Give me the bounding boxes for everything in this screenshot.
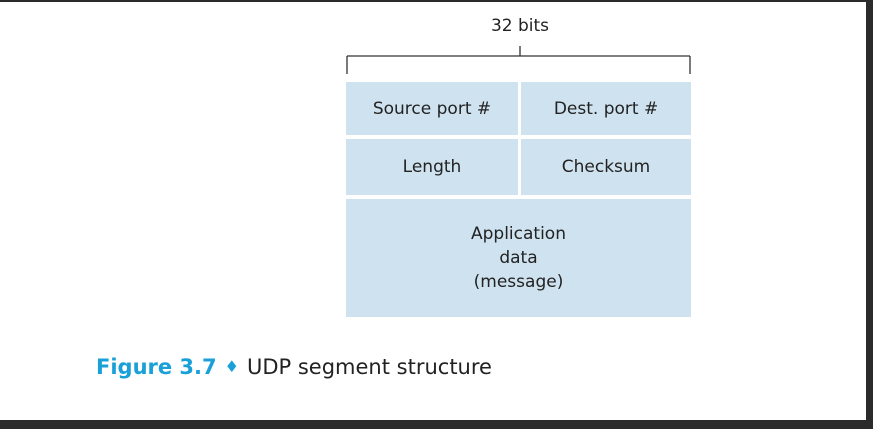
checksum-field: Checksum (521, 139, 691, 195)
checksum-label: Checksum (561, 157, 651, 177)
length-label: Length (402, 157, 462, 177)
dest-port-label: Dest. port # (553, 98, 659, 119)
figure-page: 32 bits Source port # Dest. port # Lengt… (0, 2, 866, 420)
application-data-field: Application data (message) (346, 199, 691, 317)
figure-caption: Figure 3.7 ♦ UDP segment structure (96, 355, 492, 379)
figure-number: Figure 3.7 (96, 355, 217, 379)
dest-port-field: Dest. port # (521, 82, 691, 135)
app-data-line-2: data (499, 248, 538, 268)
source-port-field: Source port # (346, 82, 518, 135)
source-port-label: Source port # (372, 98, 492, 119)
caption-text: UDP segment structure (246, 355, 492, 379)
app-data-line-3: (message) (473, 272, 564, 292)
length-field: Length (346, 139, 518, 195)
diamond-icon: ♦ (224, 357, 239, 376)
width-bracket (346, 46, 691, 74)
app-data-line-1: Application (471, 224, 566, 244)
width-label: 32 bits (490, 16, 550, 36)
